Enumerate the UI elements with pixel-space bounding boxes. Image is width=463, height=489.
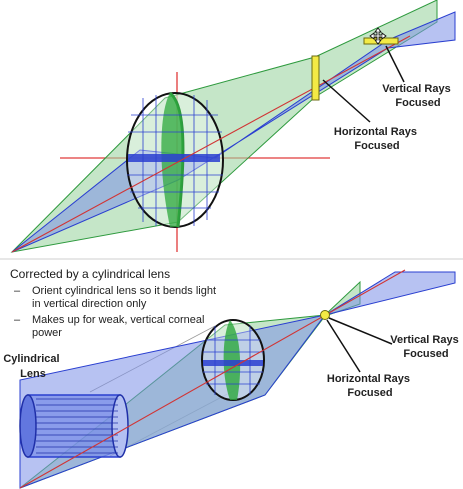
vertical-focus-line xyxy=(363,37,399,45)
cylindrical-lens-label: Cylindrical Lens xyxy=(3,353,62,380)
top-panel: Vertical Rays Focused Horizontal Rays Fo… xyxy=(10,0,456,253)
move-cursor-icon xyxy=(369,27,387,45)
bottom-vertical-label: Vertical Rays Focused xyxy=(390,334,462,360)
bottom-panel: Corrected by a cylindrical lens – Orient… xyxy=(3,267,462,489)
correction-title: Corrected by a cylindrical lens xyxy=(10,267,170,281)
bottom-vertical-pointer xyxy=(328,317,393,345)
lens-sphere xyxy=(126,91,224,228)
bottom-horizontal-pointer xyxy=(326,319,361,373)
horizontal-focus-line xyxy=(311,55,320,101)
bullet-2: – Makes up for weak, vertical corneal po… xyxy=(14,314,207,339)
bottom-horizontal-label: Horizontal Rays Focused xyxy=(327,373,413,399)
cylindrical-lens xyxy=(19,394,129,458)
horizontal-focus-pointer xyxy=(322,79,371,123)
top-horizontal-label: Horizontal Rays Focused xyxy=(334,126,420,152)
bottom-optical-axis-ray xyxy=(19,269,406,489)
bottom-lens-sphere xyxy=(201,319,265,401)
bullet-1: – Orient cylindrical lens so it bends li… xyxy=(14,285,219,310)
top-vertical-label: Vertical Rays Focused xyxy=(382,83,454,109)
vertical-focus-pointer xyxy=(385,45,405,83)
focal-point xyxy=(320,310,330,320)
optical-axis-ray xyxy=(11,35,411,253)
